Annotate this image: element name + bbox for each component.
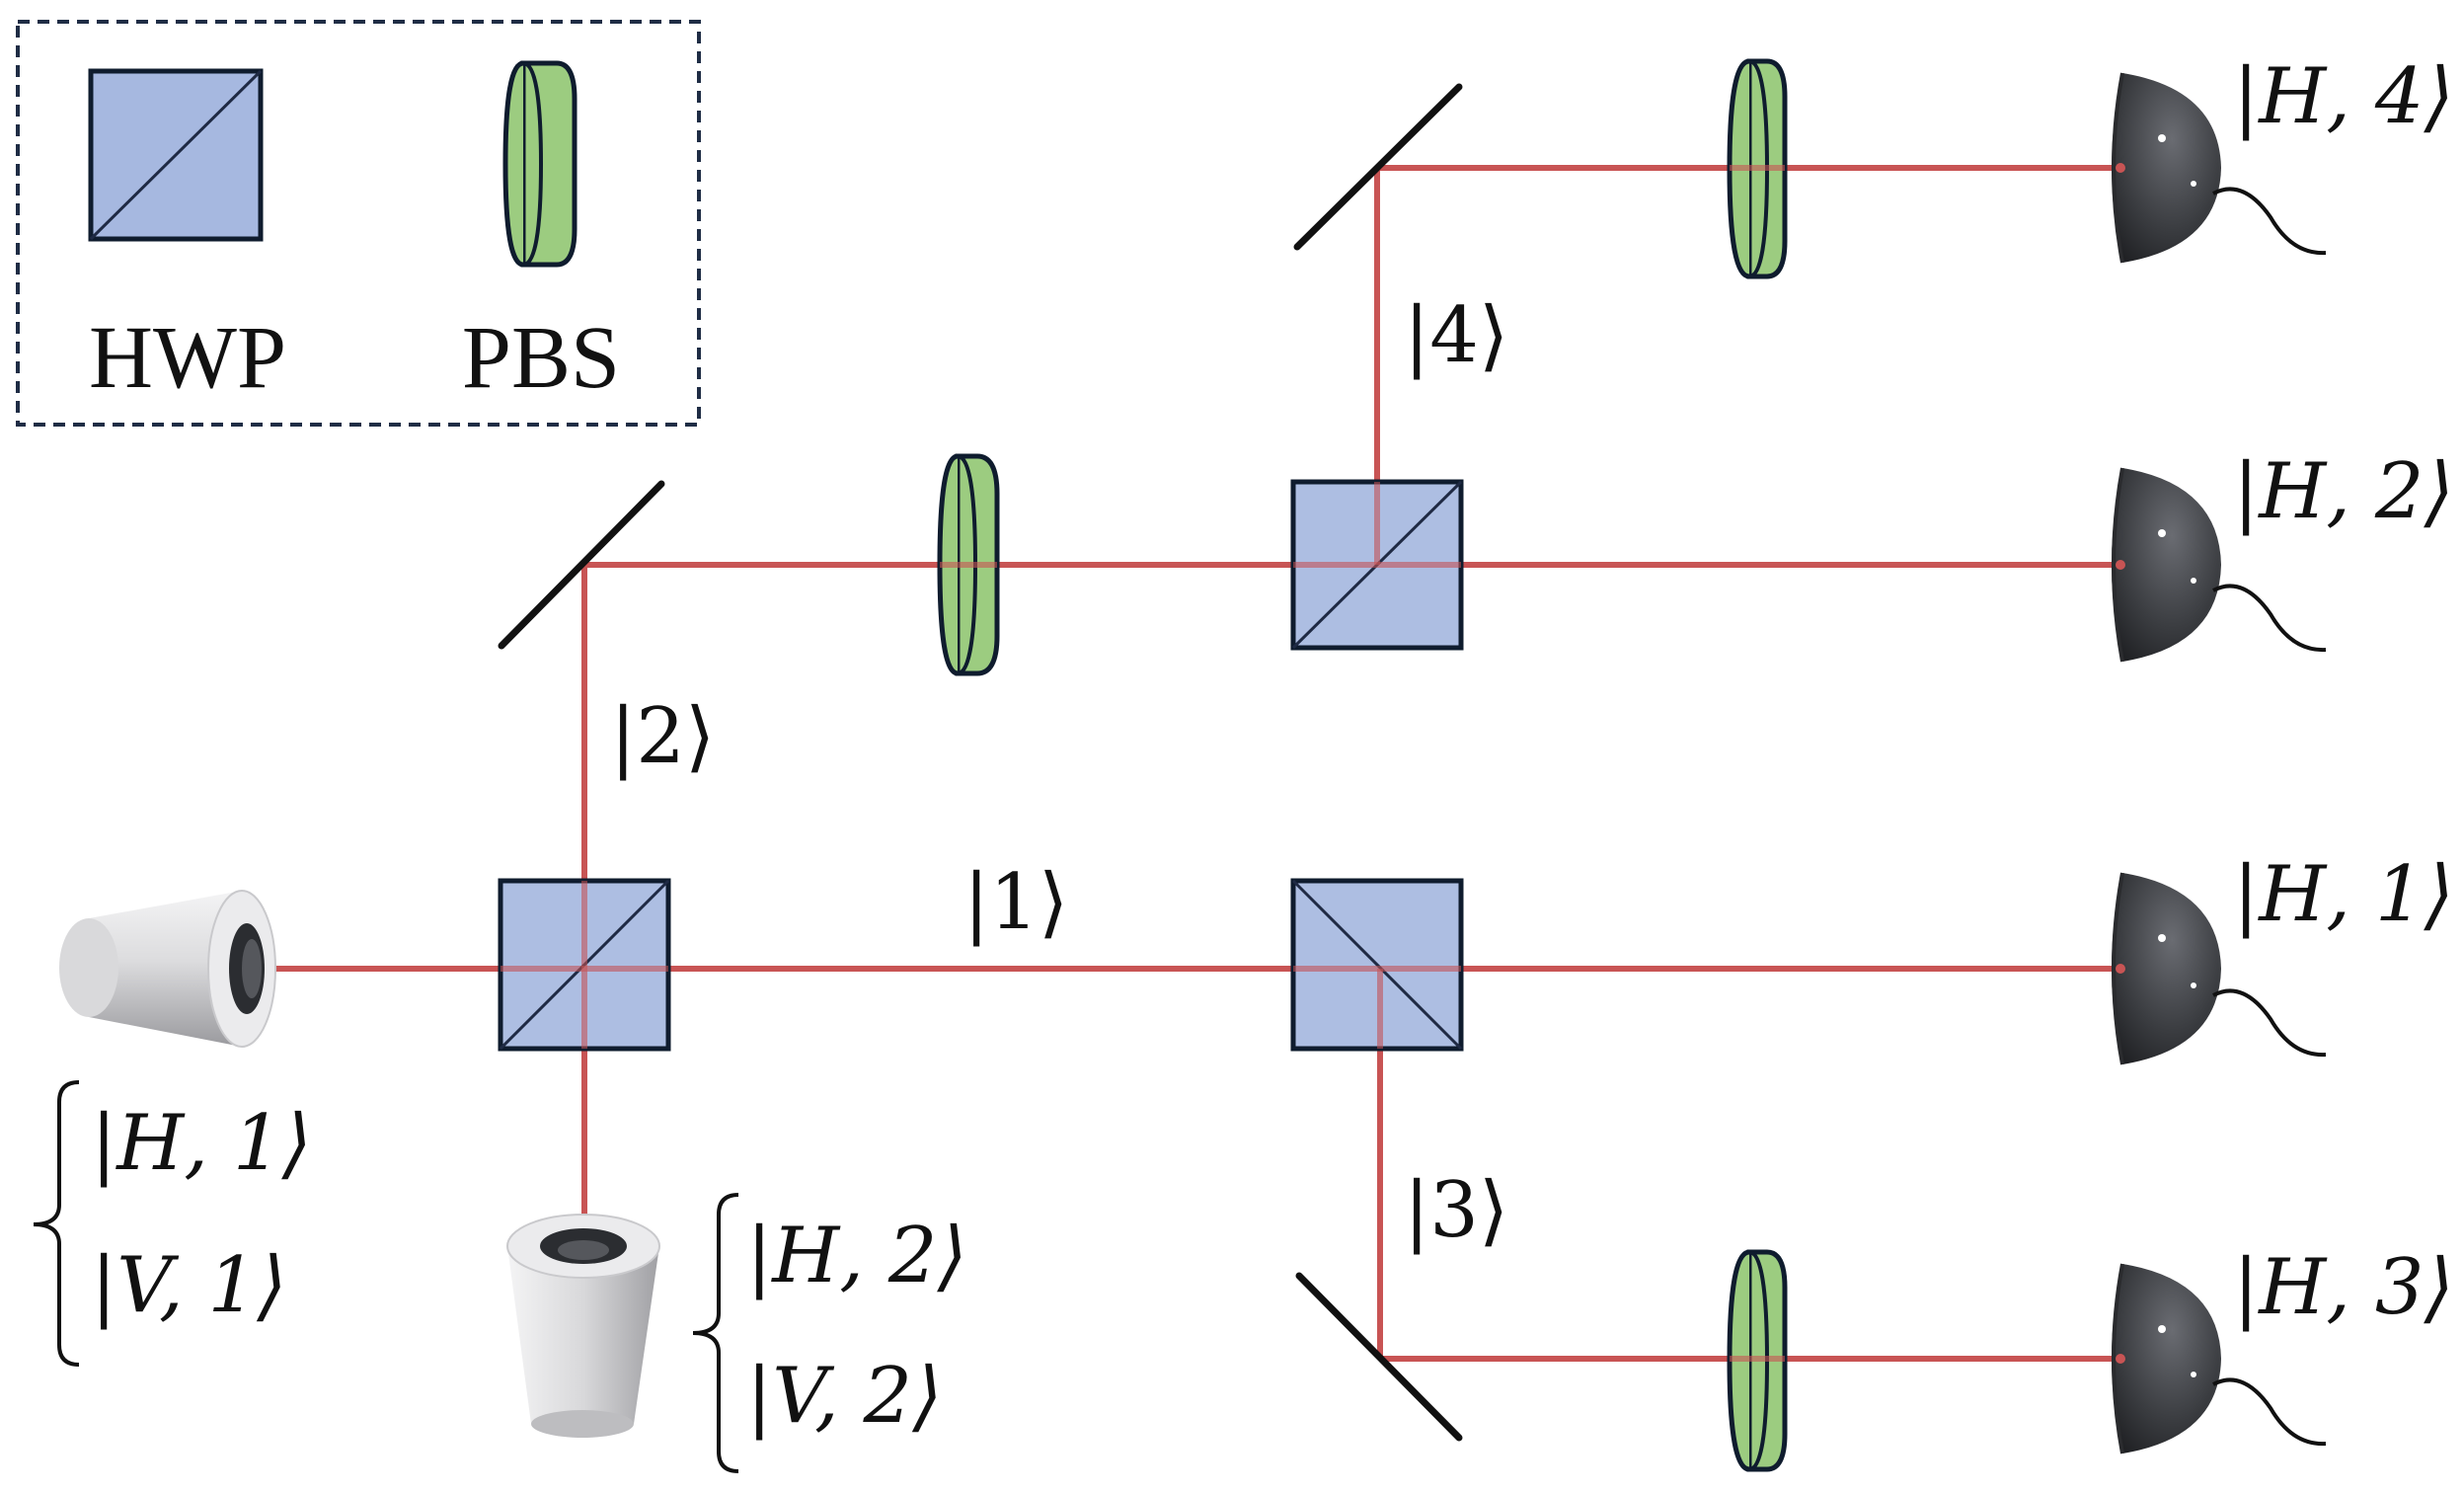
legend-plate-label: PBS bbox=[462, 309, 620, 407]
photon-source-vertical bbox=[506, 1214, 660, 1438]
wave-plate-bottom bbox=[1727, 1249, 1788, 1472]
detector-h1 bbox=[2112, 872, 2327, 1065]
brace-source-1 bbox=[33, 1080, 80, 1367]
photon-source-horizontal bbox=[59, 890, 276, 1048]
label-path-2: |2⟩ bbox=[610, 692, 715, 781]
label-detector-h3: |H, 3⟩ bbox=[2233, 1243, 2454, 1332]
legend-cube-icon bbox=[88, 68, 264, 242]
label-source-1-h: |H, 1⟩ bbox=[91, 1099, 312, 1188]
mirrors bbox=[498, 83, 1463, 1442]
wave-plate-top bbox=[1727, 58, 1788, 279]
label-detector-h1: |H, 1⟩ bbox=[2233, 850, 2454, 939]
mirror-bottom bbox=[1295, 1272, 1463, 1442]
legend-plate-icon bbox=[502, 60, 578, 268]
detector-h4 bbox=[2112, 72, 2327, 264]
wave-plate-middle bbox=[937, 453, 1000, 676]
legend: HWP PBS bbox=[16, 20, 701, 427]
detector-h2 bbox=[2112, 467, 2327, 663]
mirror-top bbox=[1293, 83, 1463, 251]
mirror-upper-left bbox=[498, 480, 665, 650]
label-path-4: |4⟩ bbox=[1404, 291, 1508, 380]
legend-cube-label: HWP bbox=[89, 309, 286, 407]
label-source-2-v: |V, 2⟩ bbox=[746, 1352, 943, 1441]
label-source-1-v: |V, 1⟩ bbox=[91, 1241, 287, 1330]
label-detector-h4: |H, 4⟩ bbox=[2233, 52, 2454, 141]
brace-source-2 bbox=[692, 1193, 739, 1473]
legend-border bbox=[16, 20, 701, 427]
detector-h3 bbox=[2112, 1263, 2327, 1454]
label-source-2-h: |H, 2⟩ bbox=[746, 1212, 967, 1300]
label-detector-h2: |H, 2⟩ bbox=[2233, 447, 2454, 536]
label-path-3: |3⟩ bbox=[1404, 1166, 1508, 1255]
label-path-1: |1⟩ bbox=[963, 858, 1068, 947]
